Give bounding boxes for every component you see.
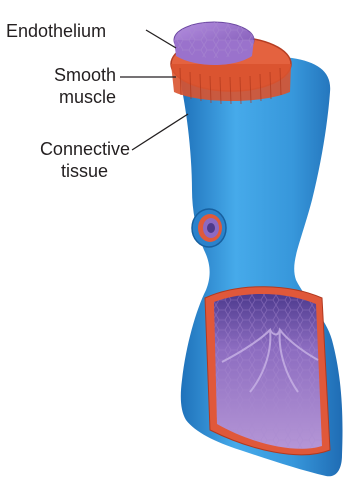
endothelium-label: Endothelium [6, 20, 146, 42]
connective-tissue-label-line1: Connective [4, 138, 130, 160]
smooth-muscle-label-line2: muscle [38, 86, 116, 108]
connective-tissue-leader-line [132, 114, 188, 150]
smooth-muscle-label-line1: Smooth [38, 64, 116, 86]
connective-tissue-label-line2: tissue [4, 160, 108, 182]
endothelium-leader-line [146, 30, 176, 48]
branch-vessel-opening [192, 209, 226, 247]
